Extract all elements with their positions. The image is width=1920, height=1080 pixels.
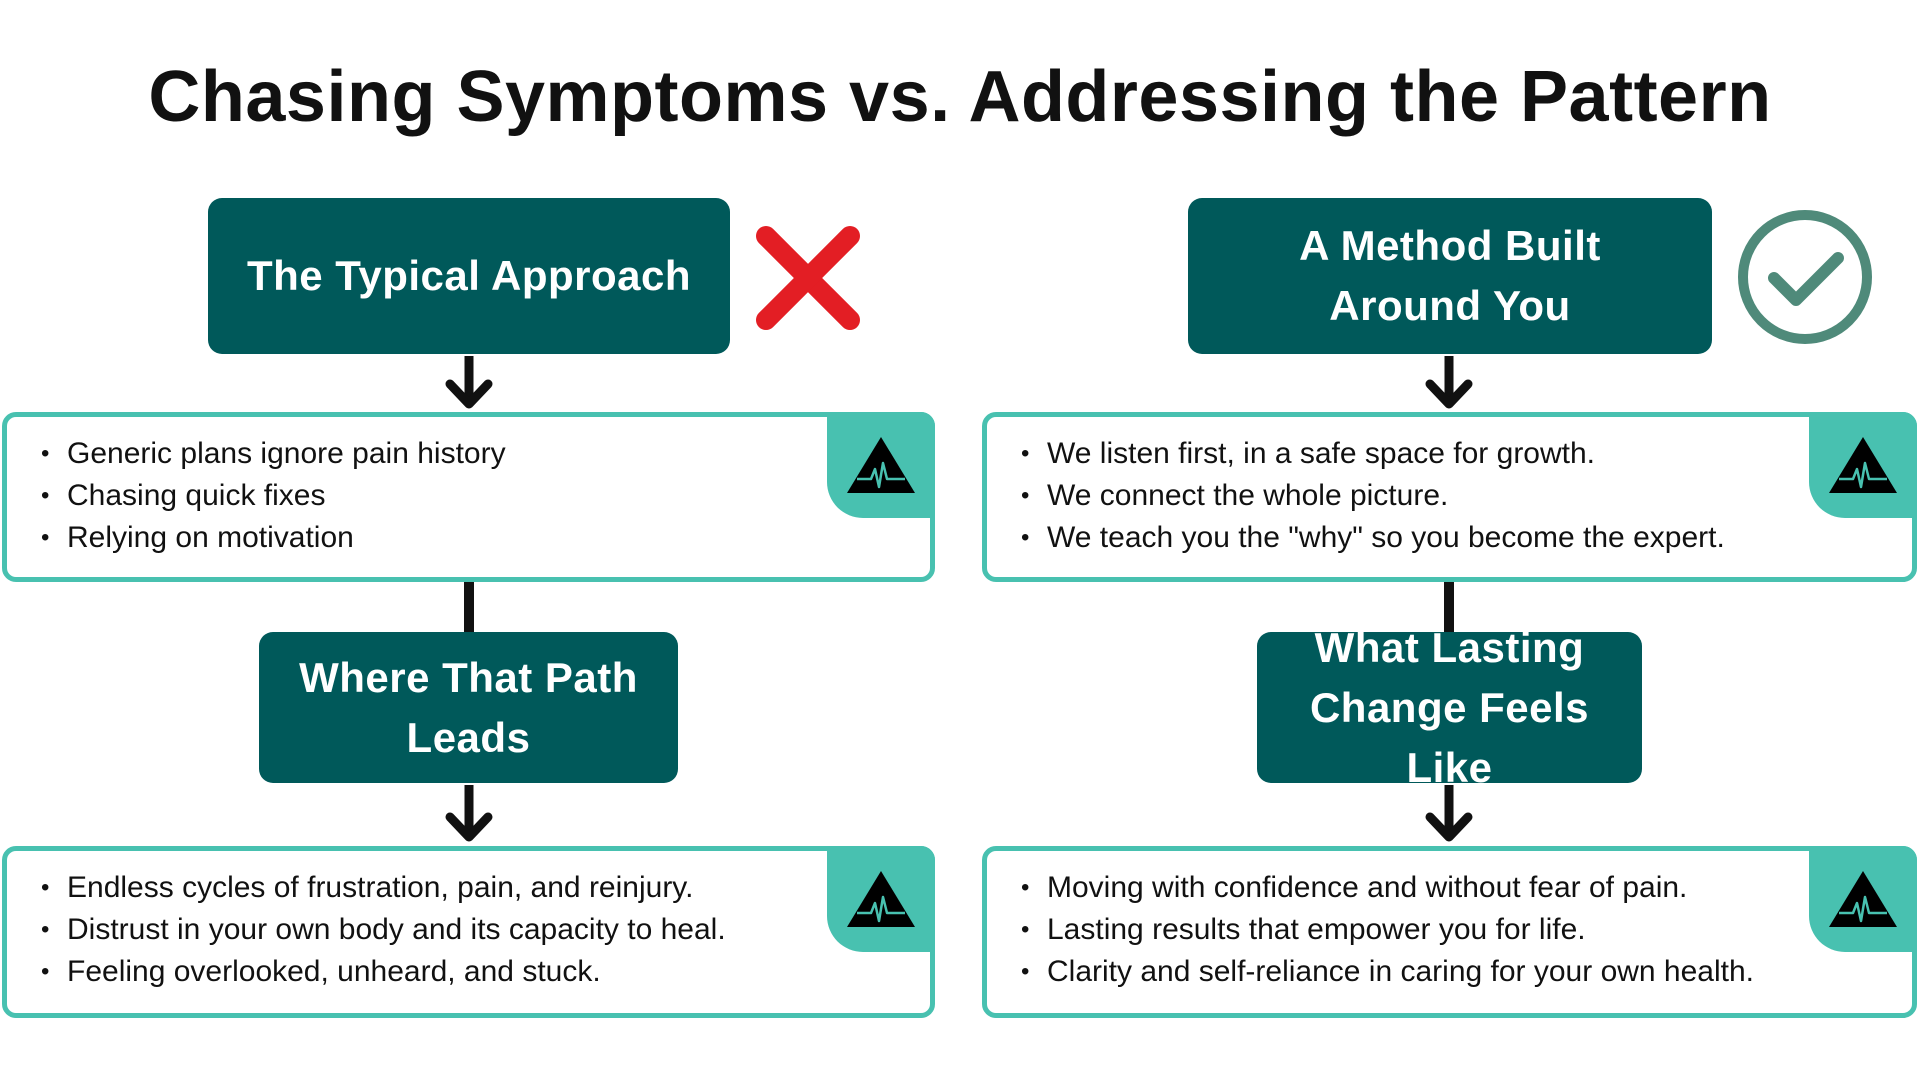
right-mid-header-box: What Lasting Change Feels Like (1257, 624, 1642, 791)
left-header-box: The Typical Approach (208, 198, 730, 354)
list-item: Generic plans ignore pain history (37, 433, 506, 475)
list-item: Clarity and self-reliance in caring for … (1017, 951, 1754, 993)
right-header-line1: A Method Built (1299, 222, 1601, 269)
right-top-bullet-box: We listen first, in a safe space for gro… (982, 412, 1917, 582)
list-item: We teach you the "why" so you become the… (1017, 517, 1725, 559)
right-connector-line (1444, 582, 1454, 634)
right-mid-header-line2: Change Feels Like (1309, 683, 1590, 791)
arrow-down-icon (1425, 356, 1473, 409)
list-item: Feeling overlooked, unheard, and stuck. (37, 951, 726, 993)
list-item: Distrust in your own body and its capaci… (37, 909, 726, 951)
mountain-heartbeat-icon (847, 871, 915, 927)
list-item: We listen first, in a safe space for gro… (1017, 433, 1725, 475)
left-top-bullet-box: Generic plans ignore pain history Chasin… (2, 412, 935, 582)
left-mid-header-line2: Leads (406, 713, 531, 761)
left-mid-header-line1: Where That Path (299, 653, 638, 701)
right-mid-header-line1: What Lasting (1314, 623, 1585, 671)
left-connector-line (464, 582, 474, 634)
arrow-down-icon (445, 785, 493, 842)
list-item: Moving with confidence and without fear … (1017, 867, 1754, 909)
mountain-heartbeat-icon (1829, 871, 1897, 927)
list-item: Relying on motivation (37, 517, 506, 559)
right-bottom-bullet-list: Moving with confidence and without fear … (1017, 867, 1754, 993)
corner-tab (1809, 846, 1917, 952)
corner-tab (827, 412, 935, 518)
list-item: Lasting results that empower you for lif… (1017, 909, 1754, 951)
right-header-box: A Method Built Around You (1188, 198, 1712, 354)
corner-tab (827, 846, 935, 952)
page-title: Chasing Symptoms vs. Addressing the Patt… (148, 57, 1772, 137)
arrow-down-icon (1425, 785, 1473, 842)
left-header-label: The Typical Approach (246, 252, 692, 299)
arrow-down-icon (445, 356, 493, 409)
left-mid-header-box: Where That Path Leads (259, 632, 678, 783)
mountain-heartbeat-icon (847, 437, 915, 493)
right-header-line2: Around You (1329, 282, 1571, 329)
corner-tab (1809, 412, 1917, 518)
list-item: Endless cycles of frustration, pain, and… (37, 867, 726, 909)
list-item: We connect the whole picture. (1017, 475, 1725, 517)
right-top-bullet-list: We listen first, in a safe space for gro… (1017, 433, 1725, 559)
left-bottom-bullet-box: Endless cycles of frustration, pain, and… (2, 846, 935, 1018)
check-circle-icon (1738, 210, 1872, 344)
mountain-heartbeat-icon (1829, 437, 1897, 493)
left-top-bullet-list: Generic plans ignore pain history Chasin… (37, 433, 506, 559)
list-item: Chasing quick fixes (37, 475, 506, 517)
right-bottom-bullet-box: Moving with confidence and without fear … (982, 846, 1917, 1018)
x-mark-icon (756, 226, 860, 330)
left-bottom-bullet-list: Endless cycles of frustration, pain, and… (37, 867, 726, 993)
